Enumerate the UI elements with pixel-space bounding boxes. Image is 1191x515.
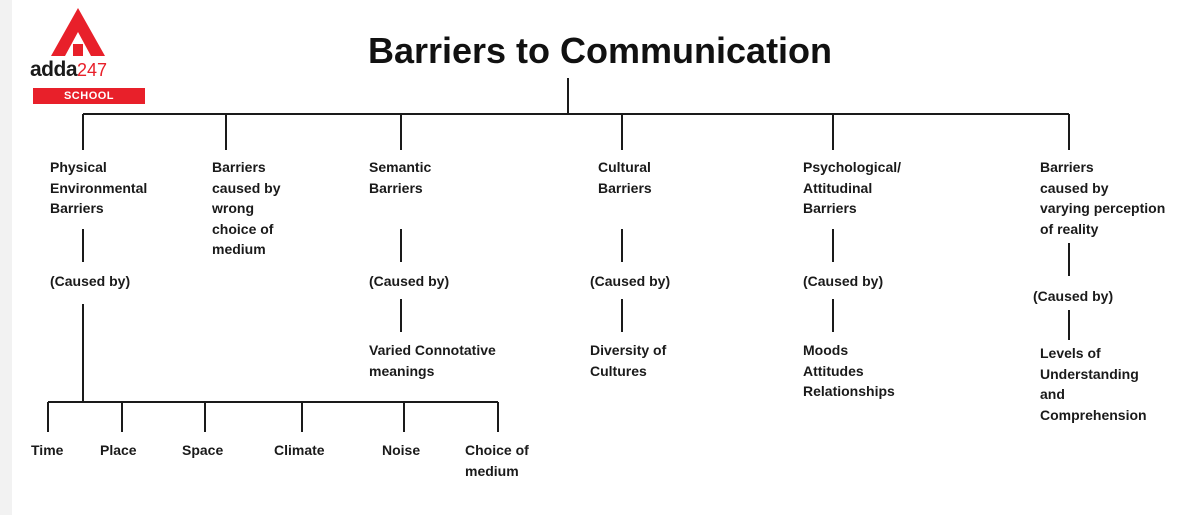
logo-wordmark: adda247: [30, 58, 125, 82]
branch-cultural-label: Cultural Barriers: [598, 159, 652, 196]
logo-brand: adda: [30, 58, 78, 81]
branch-psychological-caused-by: (Caused by): [803, 273, 884, 289]
diagram-title: Barriers to Communication: [367, 30, 833, 71]
child-noise-label: Noise: [382, 442, 421, 458]
branch-psychological-result: Moods Attitudes Relationships: [803, 342, 895, 399]
child-choice-of-medium-label: Choice of medium: [465, 442, 529, 479]
branch-cultural-caused-by: (Caused by): [590, 273, 671, 289]
branch-perception-caused-by: (Caused by): [1033, 288, 1114, 304]
child-place-label: Place: [100, 442, 137, 458]
branch-semantic-result: Varied Connotative meanings: [369, 342, 496, 379]
child-space-label: Space: [182, 442, 224, 458]
branch-physical-label: Physical Environmental Barriers: [50, 159, 148, 216]
logo-school-badge: SCHOOL: [33, 88, 145, 104]
branch-psychological-label: Psychological/ Attitudinal Barriers: [803, 159, 902, 216]
branch-physical-caused-by: (Caused by): [50, 273, 131, 289]
branch-perception-result: Levels of Understanding and Comprehensio…: [1040, 345, 1147, 423]
branch-cultural-result: Diversity of Cultures: [590, 342, 667, 379]
branch-semantic-label: Semantic Barriers: [369, 159, 432, 196]
child-climate-label: Climate: [274, 442, 325, 458]
logo-triangle-icon: [51, 8, 105, 56]
logo-brand-number: 247: [77, 60, 108, 80]
branch-perception-label: Barriers caused by varying perception of…: [1040, 159, 1166, 237]
adda247-logo: adda247 SCHOOL: [30, 6, 145, 106]
child-time-label: Time: [31, 442, 64, 458]
branch-semantic-caused-by: (Caused by): [369, 273, 450, 289]
left-edge-strip: [0, 0, 12, 515]
branch-wrong-medium-label: Barriers caused by wrong choice of mediu…: [212, 159, 281, 257]
